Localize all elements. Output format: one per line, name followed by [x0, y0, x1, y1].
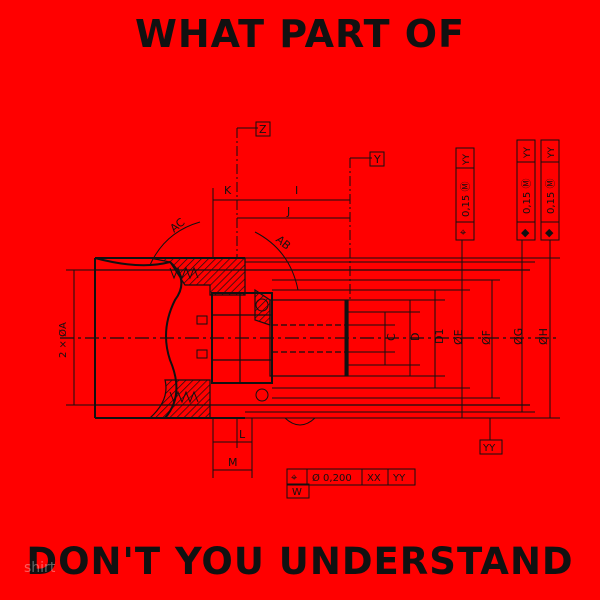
fcf3-tolerance: 0,15 Ⓜ [545, 179, 557, 214]
label-d1: D1 [433, 329, 446, 344]
fcf-bottom-datum2: YY [392, 473, 406, 484]
fcf2-symbol: ◆ [521, 226, 530, 239]
extension-lines [245, 257, 560, 419]
label-z: Z [259, 123, 267, 136]
fcf-bottom-tolerance: Ø 0,200 [312, 472, 352, 484]
datum-box-yy [479, 439, 503, 455]
angle-arc-bottom [284, 417, 316, 426]
fcf2-tolerance: 0,15 Ⓜ [521, 179, 533, 214]
left-dimension [66, 269, 95, 406]
label-k: K [224, 184, 232, 197]
fcf-frame-3 [540, 139, 560, 241]
label-l: L [239, 428, 246, 441]
fcf3-datum: YY [547, 147, 557, 159]
label-e: ØE [452, 329, 465, 345]
headline-bottom: DON'T YOU UNDERSTAND [26, 540, 574, 583]
headline-top: WHAT PART OF [134, 12, 466, 56]
label-m: M [228, 456, 238, 469]
label-d: D [409, 333, 422, 341]
datum-box-y [369, 151, 385, 167]
bottom-dimensions [212, 418, 491, 478]
datum-box-w [286, 483, 310, 499]
label-c: C [385, 333, 398, 341]
fcf-frame-2 [516, 139, 536, 241]
label-j: J [286, 205, 290, 218]
label-h: ØH [537, 328, 550, 345]
hatched-section-bottom [148, 379, 211, 419]
bearing-marks [196, 298, 269, 402]
angle-arc-ac [149, 221, 201, 266]
datum-box-z [255, 121, 271, 137]
label-w: W [292, 487, 302, 498]
fcf2-datum: YY [523, 147, 533, 159]
fcf-frame-1 [455, 147, 475, 241]
label-yy: YY [482, 443, 496, 454]
label-ac: AC [168, 215, 188, 235]
fcf1-tolerance: 0,15 Ⓜ [460, 182, 472, 217]
fcf1-datum: YY [462, 154, 472, 166]
fcf-bottom-datum1: XX [367, 473, 381, 484]
vertical-dimensions [384, 258, 551, 418]
label-g: ØG [512, 328, 525, 345]
fcf1-symbol: ⌖ [460, 226, 466, 239]
fcf3-symbol: ◆ [545, 226, 554, 239]
fcf-bottom-symbol: ⌖ [291, 471, 297, 484]
spring-coils-bottom [169, 390, 199, 404]
inner-bushing [211, 292, 349, 384]
angle-arc-ab [254, 231, 299, 291]
watermark: shirt [24, 560, 56, 576]
label-ab: AB [273, 233, 293, 253]
label-y: Y [373, 153, 381, 166]
label-2xa: 2 × ØA [57, 322, 69, 358]
label-f: ØF [480, 330, 493, 345]
fcf-frame-bottom [286, 468, 416, 486]
label-i: I [295, 184, 298, 197]
spring-coils-top [169, 266, 199, 280]
datum-leaders [212, 127, 551, 300]
